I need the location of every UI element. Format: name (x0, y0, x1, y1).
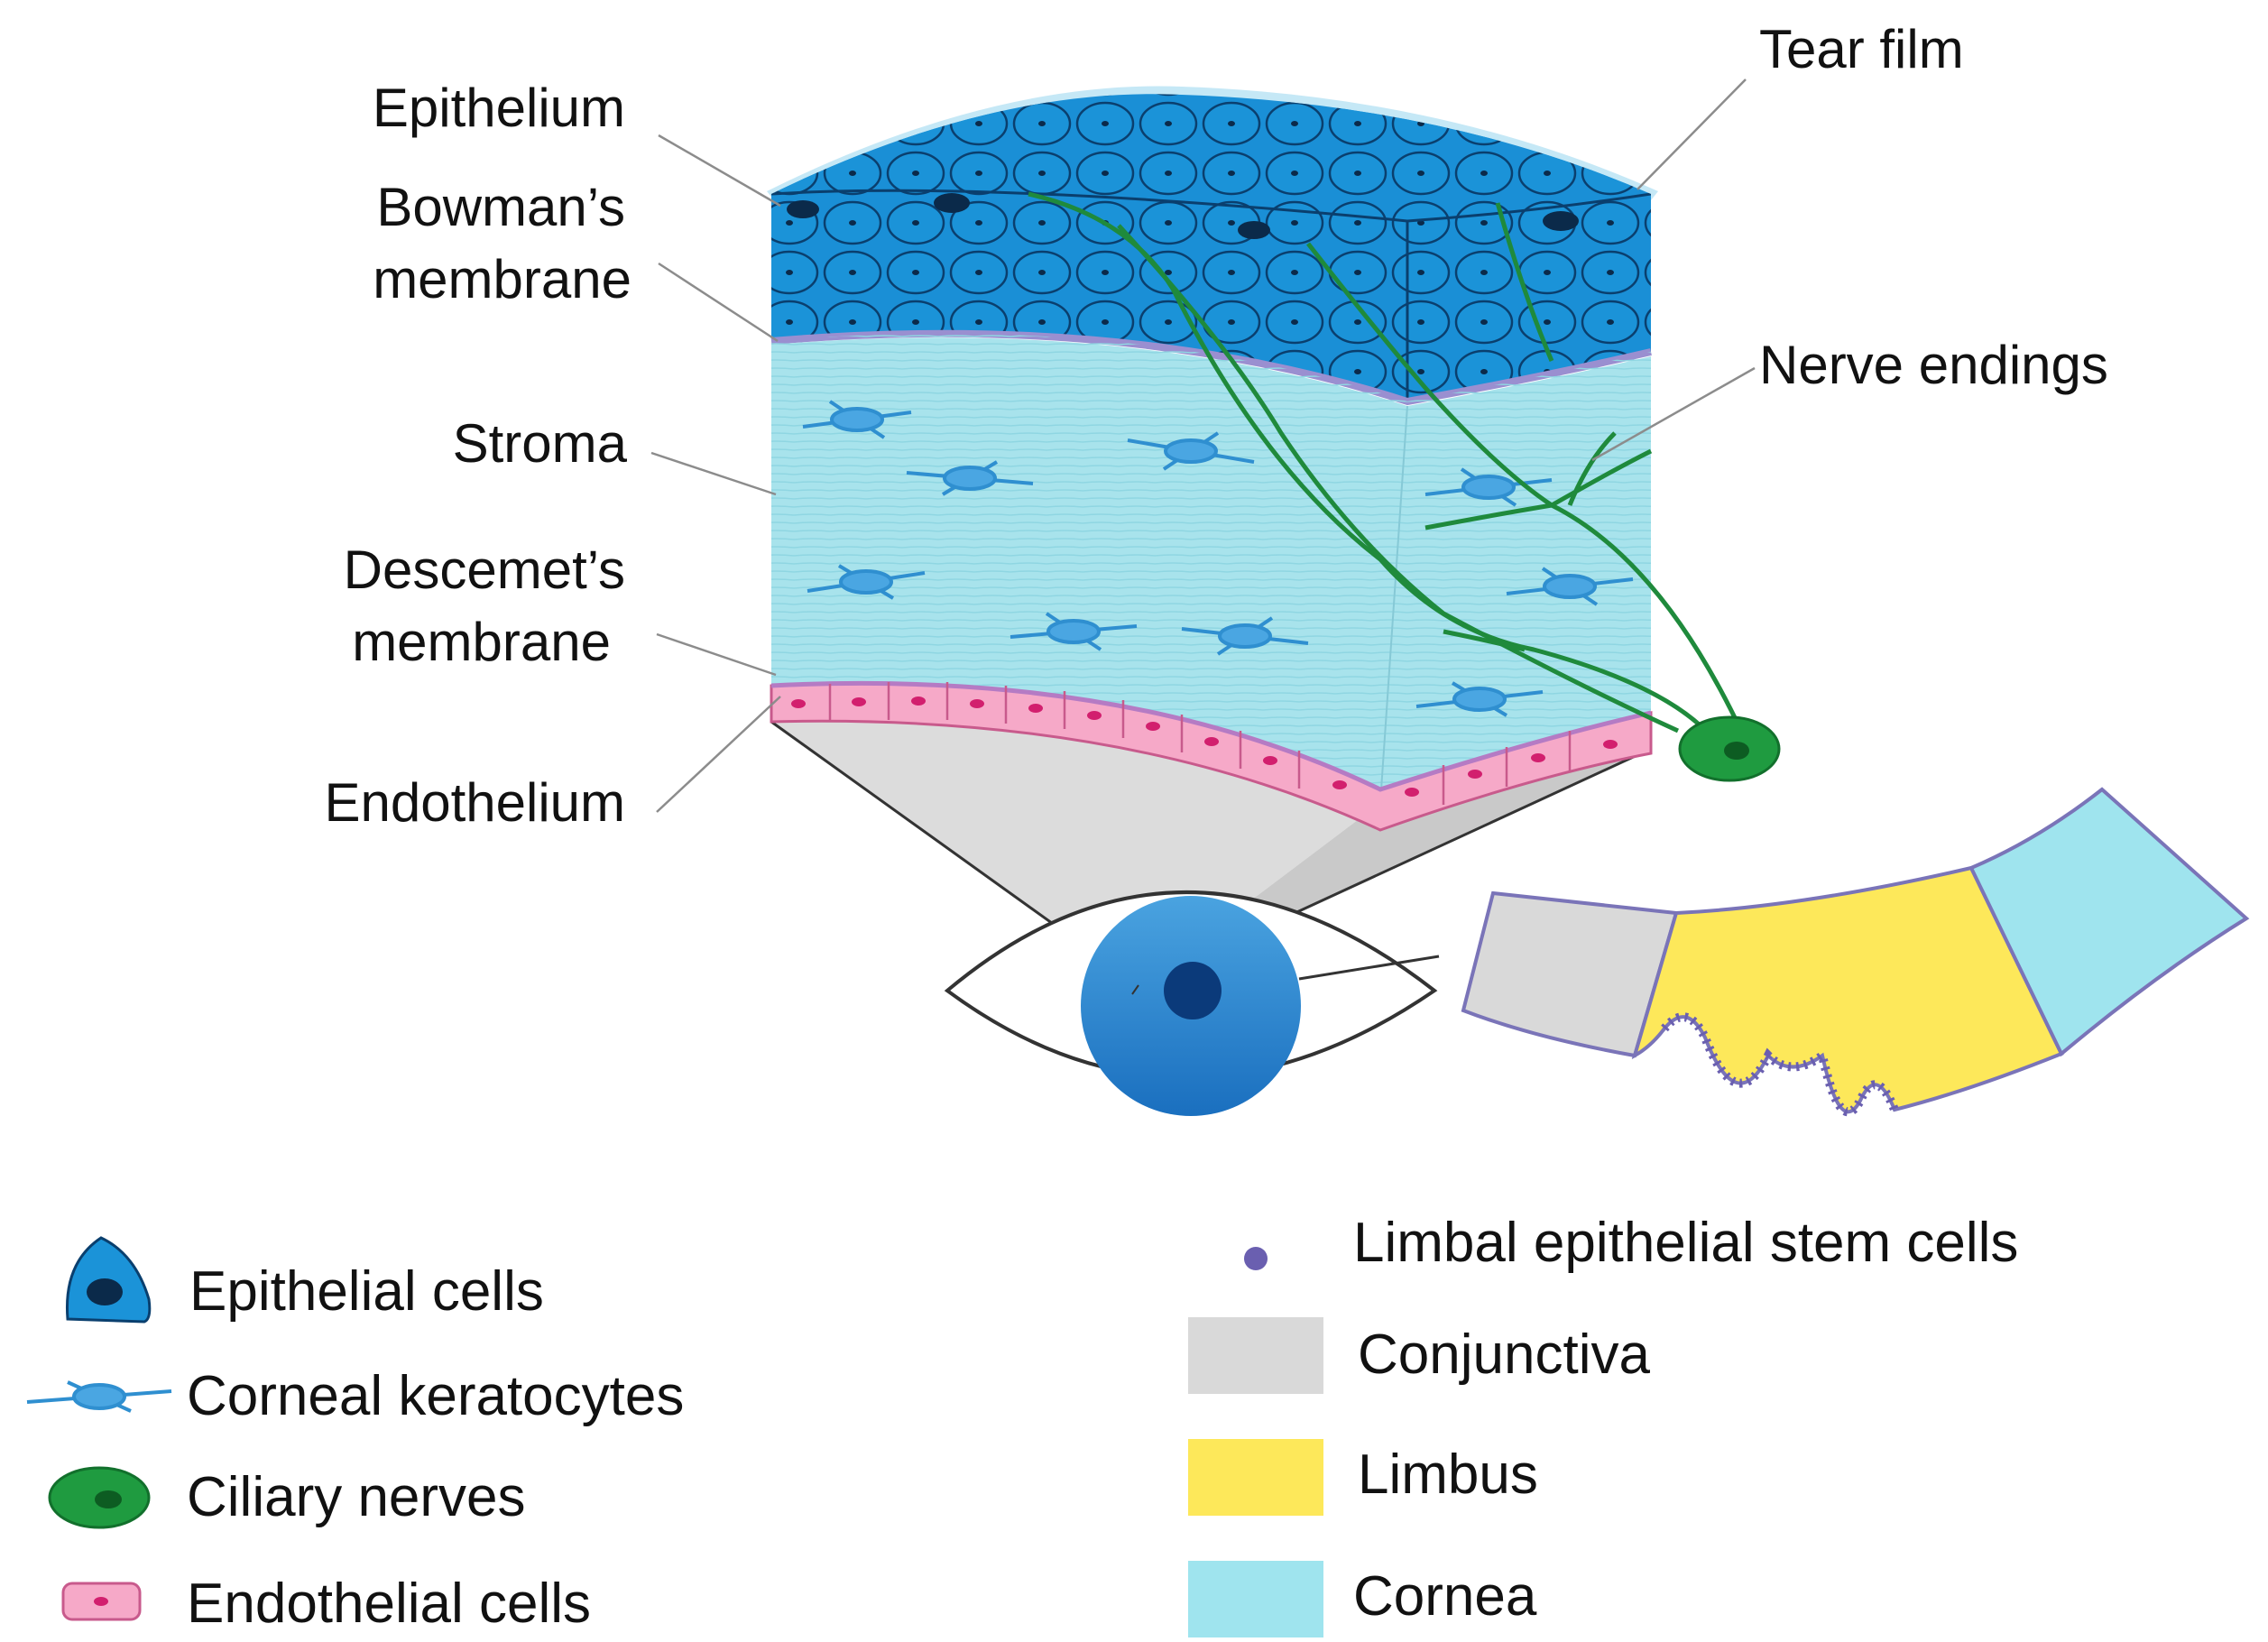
label-descemets-line2: membrane (352, 612, 611, 672)
label-endothelium: Endothelium (324, 772, 625, 833)
leader-lines (650, 78, 1756, 813)
legend-label: Endothelial cells (187, 1573, 591, 1635)
cornea-swatch (1188, 1561, 1323, 1637)
stem-cell-dot-icon (1244, 1247, 1268, 1270)
legend-item-ciliary-nerves: Ciliary nerves (48, 1466, 526, 1529)
conjunctiva-swatch (1188, 1317, 1323, 1394)
label-nerve-endings: Nerve endings (1759, 335, 2108, 395)
legend-item-cornea: Cornea (1188, 1561, 1537, 1637)
label-tear-film: Tear film (1759, 19, 1964, 79)
endothelium-layer (770, 680, 1653, 832)
legend-item-limbal-stem-cells: Limbal epithelial stem cells (1244, 1212, 2018, 1274)
legend-item-limbus: Limbus (1188, 1439, 1538, 1516)
legend-label: Limbal epithelial stem cells (1353, 1212, 2018, 1274)
ciliary-nerves (1028, 191, 1744, 742)
label-epithelium: Epithelium (373, 78, 625, 138)
label-descemets-line1: Descemet’s (344, 540, 625, 600)
epithelium-layer (771, 94, 1651, 401)
legend-label: Limbus (1358, 1444, 1538, 1506)
limbus-swatch (1188, 1439, 1323, 1516)
legend-item-endothelial-cells: Endothelial cells (61, 1573, 591, 1635)
label-bowmans-line1: Bowman’s (376, 177, 625, 237)
keratocytes (802, 400, 1634, 717)
legend-label: Conjunctiva (1358, 1324, 1650, 1386)
cornea-region (1968, 787, 2250, 1057)
keratocyte-icon (26, 1380, 172, 1413)
legend-right: Limbal epithelial stem cells Conjunctiva… (1188, 1212, 2018, 1637)
legend-left: Epithelial cells Corneal keratocytes Cil… (26, 1236, 684, 1635)
label-bowmans-line2: membrane (373, 249, 632, 309)
legend-item-conjunctiva: Conjunctiva (1188, 1317, 1650, 1394)
legend-label: Ciliary nerves (187, 1466, 526, 1528)
label-stroma: Stroma (453, 413, 628, 474)
legend-label: Epithelial cells (189, 1260, 544, 1323)
pupil (1164, 962, 1222, 1019)
legend-label: Cornea (1353, 1565, 1537, 1628)
legend-item-epithelial-cells: Epithelial cells (65, 1236, 544, 1324)
conjunctiva-region (1461, 890, 1679, 1058)
legend-label: Corneal keratocytes (187, 1365, 684, 1427)
eye-illustration (944, 890, 1440, 1116)
limbus-cross-section (1461, 787, 2250, 1117)
legend-item-corneal-keratocytes: Corneal keratocytes (26, 1365, 684, 1427)
